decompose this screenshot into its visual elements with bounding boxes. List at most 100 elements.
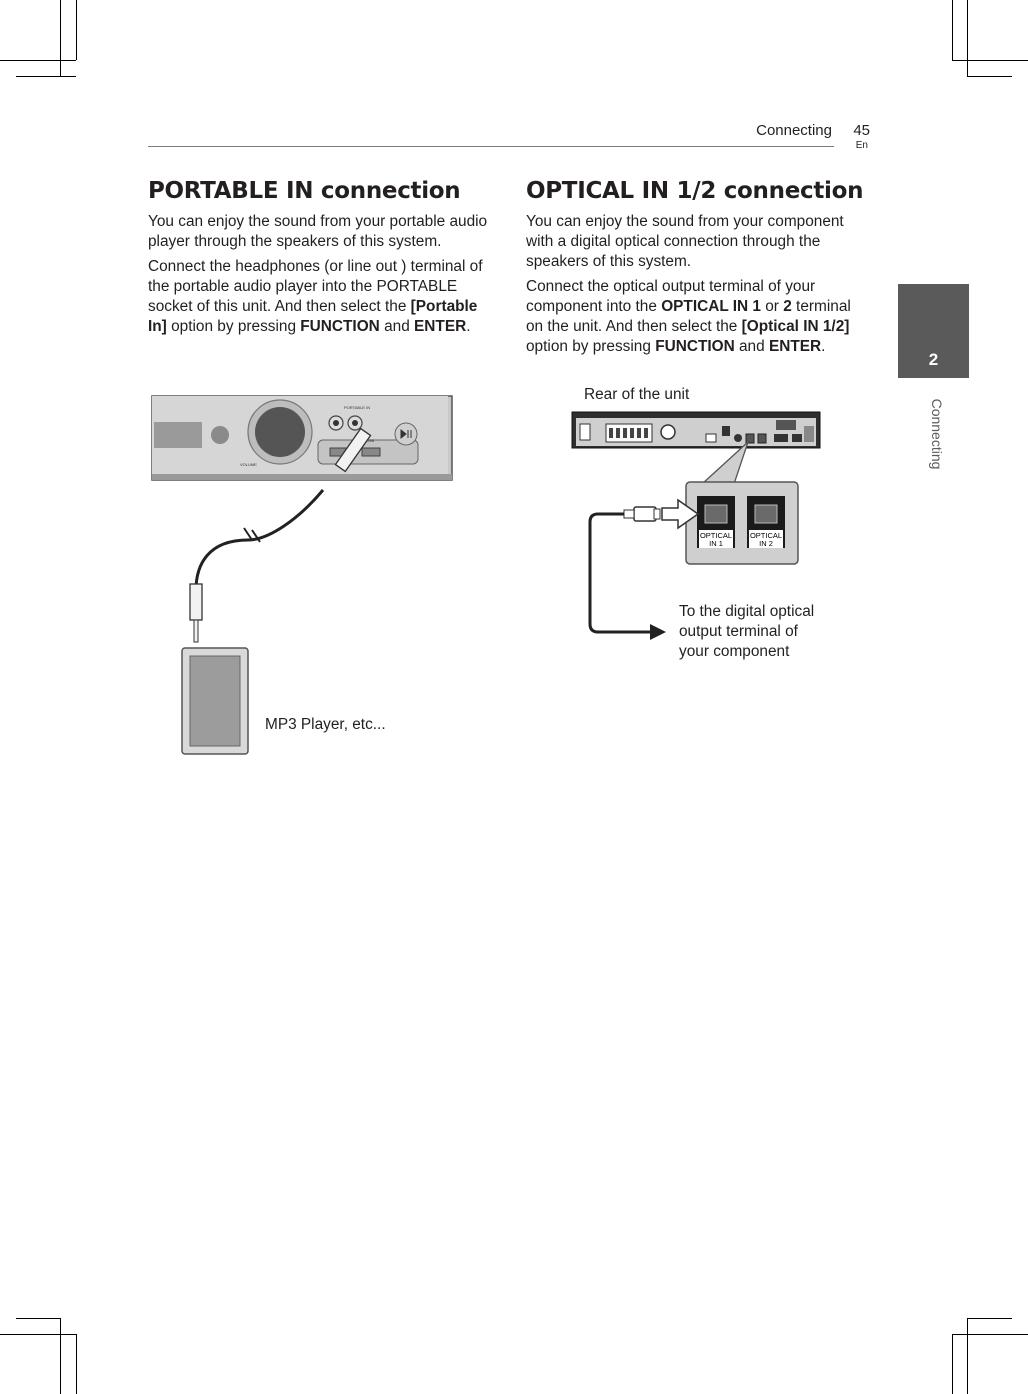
text-run: terminal on the unit. And then select th… [526,298,851,335]
text-run: . [821,338,826,355]
optical-plug-sleeve [623,509,635,519]
key-name: ENTER [414,318,467,335]
rear-port-3 [734,434,742,442]
optical-in-1-label-line1: OPTICAL [700,531,732,540]
crop-mark [0,60,76,61]
optical-in-instructions: Connect the optical output terminal of y… [526,277,871,357]
text-run: and [379,318,415,335]
text-run: and [734,338,769,355]
header-section-title: Connecting [756,122,832,139]
volume-knob [255,407,305,457]
crop-mark [952,60,1028,61]
portable-in-socket-hole [352,420,358,426]
volume-label: VOLUME [240,462,257,467]
portable-in-intro: You can enjoy the sound from your portab… [148,213,488,250]
optical-destination-caption: To the digital optical output terminal o… [679,602,814,662]
option-name: [Optical IN 1/2] [741,318,850,335]
cable-plug-bottom [189,583,203,621]
fm-antenna-socket [660,424,676,440]
crop-mark [60,1318,61,1394]
portable-in-heading: PORTABLE IN connection [148,178,461,204]
crop-mark [0,1334,76,1335]
chapter-tab: 2 [898,284,969,378]
cable-plug-top [334,427,372,473]
header-rule [148,146,834,147]
chapter-number: 2 [928,350,939,369]
usb-port-2 [361,447,381,457]
text-run: Connect the headphones (or line out ) te… [148,258,483,315]
language-code: En [855,140,868,151]
mp3-player-caption: MP3 Player, etc... [265,716,386,733]
cable-break-mark [243,527,261,543]
option-name: [Portable In] [148,298,478,335]
crop-mark [952,0,953,60]
portable-in-instructions: Connect the headphones (or line out ) te… [148,257,494,337]
display-window [154,422,202,448]
crop-mark [16,76,76,77]
crop-mark [76,0,77,60]
terminal-name: OPTICAL IN 1 [661,298,761,315]
key-name: FUNCTION [655,338,735,355]
audio-cable [194,489,325,591]
optical-cable [588,512,652,634]
optical-in-1-label-line2: IN 1 [709,539,723,548]
text-run: option by pressing [166,318,301,335]
plug-tip [193,619,199,643]
optical-in-1-hole [704,504,728,524]
mp3-player-screen [189,655,241,747]
fan-vent [804,426,814,442]
usb-label: USB [366,438,375,443]
optical-in-2-label-line1: OPTICAL [750,531,782,540]
terminal-name: 2 [783,298,792,315]
key-name: ENTER [768,338,822,355]
text-run: Connect the optical output terminal of y… [526,278,816,315]
play-pause-icon [400,428,412,440]
running-header: Connecting 45 En [148,118,870,158]
optical-in-1-label-box [699,530,733,548]
crop-mark [967,1318,1012,1319]
front-panel-shadow [152,474,452,480]
optical-in-diagram: OPTICAL IN 1 OPTICAL IN 2 [571,411,821,640]
crop-mark [952,1334,953,1394]
optical-in-2-hole [754,504,778,524]
crop-mark [60,0,61,76]
portable-in-section: PORTABLE IN connection You can enjoy the… [148,178,494,342]
text-run: or [760,298,784,315]
optical-plug-tip [653,508,661,520]
optical-in-section: OPTICAL IN 1/2 connection You can enjoy … [526,178,871,362]
chapter-tab-label: Connecting [929,398,945,470]
crop-mark [952,1334,1028,1335]
rear-of-unit-caption: Rear of the unit [584,386,690,403]
text-run: . [466,318,471,335]
crop-mark [76,1334,77,1394]
optical-in-2-label-box [749,530,783,548]
optical-in-1-port-small [745,433,755,444]
caption-line: output terminal of [679,623,798,640]
portable-in-label: PORTABLE IN [344,405,370,410]
lan-port [792,434,802,442]
hdmi-port [774,434,788,442]
optical-in-2-label-line2: IN 2 [759,539,773,548]
optical-plug [633,506,657,522]
rear-port-1 [705,433,717,443]
optical-in-2-port-small [757,433,767,444]
rear-port-2 [722,426,730,436]
caption-line: your component [679,643,790,660]
usb-rear-port [776,420,796,430]
caption-line: To the digital optical [679,603,815,620]
cable-arrow-head [650,624,666,640]
power-inlet [579,423,591,441]
crop-mark [967,76,1012,77]
key-name: FUNCTION [300,318,380,335]
portable-in-diagram: VOLUME PORTABLE IN USB [151,395,453,755]
crop-mark [967,1318,968,1394]
crop-mark [16,1318,61,1319]
optical-in-heading: OPTICAL IN 1/2 connection [526,178,864,204]
speaker-terminal-posts [609,428,648,438]
crop-mark [967,0,968,76]
insert-arrow [661,498,700,530]
jack-socket-1-hole [333,420,339,426]
optical-in-intro: You can enjoy the sound from your compon… [526,213,844,270]
text-run: option by pressing [526,338,656,355]
standby-button [211,426,229,444]
